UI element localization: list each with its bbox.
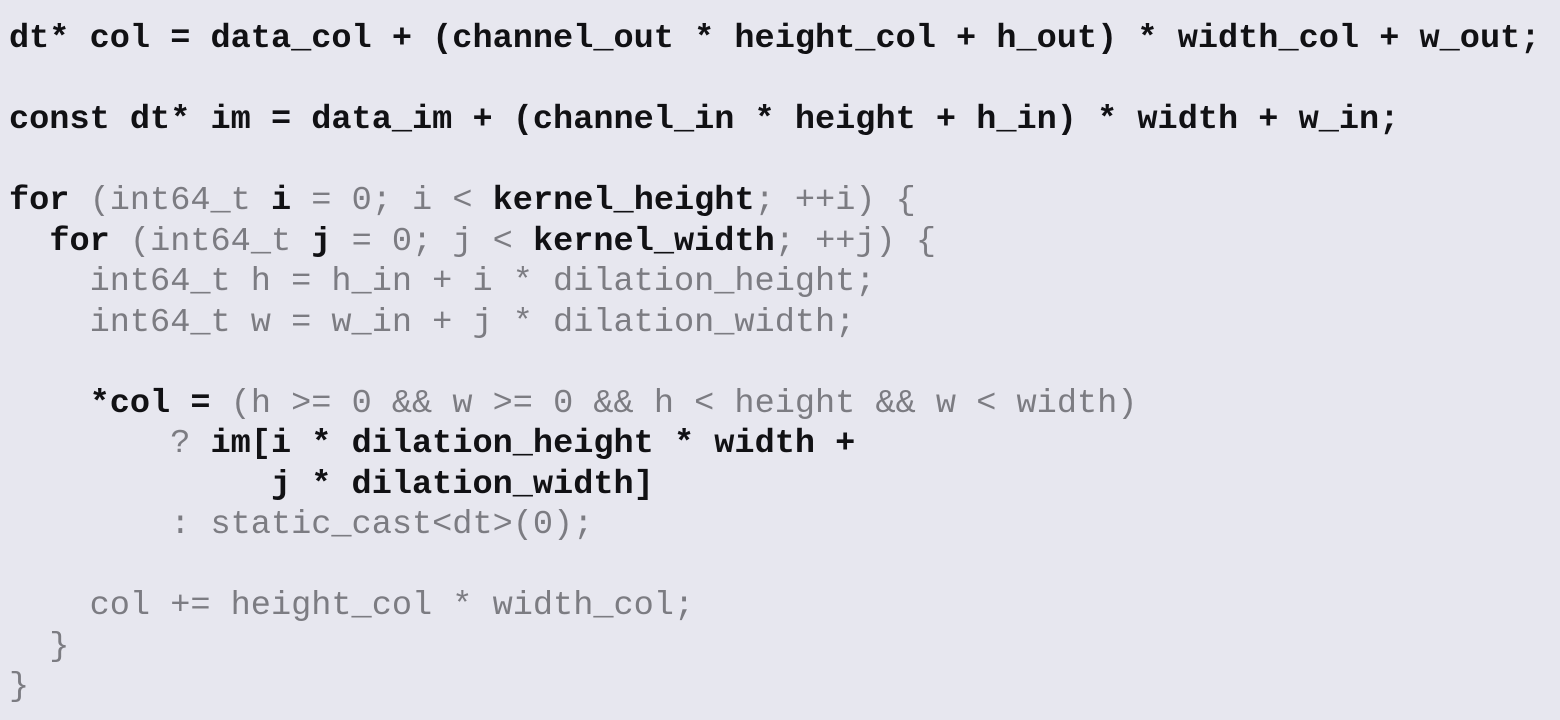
code-token-emphasized: kernel_width — [532, 222, 775, 261]
code-token-dimmed: } — [9, 627, 70, 666]
code-line: ? im[i * dilation_height * width + — [9, 424, 1540, 465]
code-line: : static_cast<dt>(0); — [9, 505, 1540, 546]
code-line — [9, 60, 1540, 101]
code-line: } — [9, 627, 1540, 668]
code-line — [9, 141, 1540, 182]
code-line: for (int64_t i = 0; i < kernel_height; +… — [9, 181, 1540, 222]
code-token-emphasized: for — [9, 182, 70, 220]
code-token-emphasized: i — [270, 182, 292, 220]
code-token-emphasized: im[i * dilation_height * width + — [210, 425, 856, 463]
code-token-dimmed: col += height_col * width_col; — [9, 587, 695, 625]
code-line: } — [9, 667, 1540, 708]
code-token-dimmed: (h >= 0 && w >= 0 && h < height && w < w… — [210, 384, 1138, 423]
code-token-dimmed: (int64_t — [109, 222, 312, 261]
code-token-dimmed: int64_t w = w_in + j * dilation_width; — [9, 303, 856, 342]
code-token-dimmed: ; ++i) { — [754, 182, 916, 220]
code-token-dimmed: int64_t h = h_in + i * dilation_height; — [9, 263, 876, 301]
code-token-dimmed: } — [9, 668, 30, 706]
code-line: int64_t w = w_in + j * dilation_width; — [9, 303, 1540, 344]
code-token-dimmed — [9, 385, 90, 423]
code-line: j * dilation_width] — [9, 465, 1540, 506]
code-token-emphasized: const dt* im = data_im + (channel_in * h… — [9, 101, 1400, 139]
code-token-dimmed: ? — [9, 425, 211, 463]
code-token-dimmed: = 0; i < — [291, 182, 493, 220]
code-token-emphasized: j * dilation_width] — [9, 465, 654, 504]
code-line: const dt* im = data_im + (channel_in * h… — [9, 100, 1540, 141]
code-token-dimmed: : static_cast<dt>(0); — [9, 506, 594, 544]
code-token-emphasized: j — [311, 222, 332, 261]
code-line: col += height_col * width_col; — [9, 586, 1540, 627]
code-line — [9, 546, 1540, 587]
code-line: *col = (h >= 0 && w >= 0 && h < height &… — [9, 384, 1540, 425]
code-token-dimmed: = 0; j < — [331, 222, 533, 261]
code-line: int64_t h = h_in + i * dilation_height; — [9, 262, 1540, 303]
code-token-dimmed: ; ++j) { — [774, 222, 936, 261]
code-snippet: dt* col = data_col + (channel_out * heig… — [9, 19, 1540, 708]
code-token-emphasized: kernel_height — [492, 182, 755, 220]
code-line: dt* col = data_col + (channel_out * heig… — [9, 19, 1540, 60]
code-token-emphasized: dt* col = data_col + (channel_out * heig… — [9, 20, 1541, 58]
code-token-emphasized: *col = — [89, 384, 211, 423]
code-line — [9, 343, 1540, 384]
code-line: for (int64_t j = 0; j < kernel_width; ++… — [9, 222, 1540, 263]
code-token-emphasized: for — [49, 222, 110, 261]
code-token-dimmed: (int64_t — [69, 182, 271, 220]
code-token-dimmed — [9, 223, 49, 261]
